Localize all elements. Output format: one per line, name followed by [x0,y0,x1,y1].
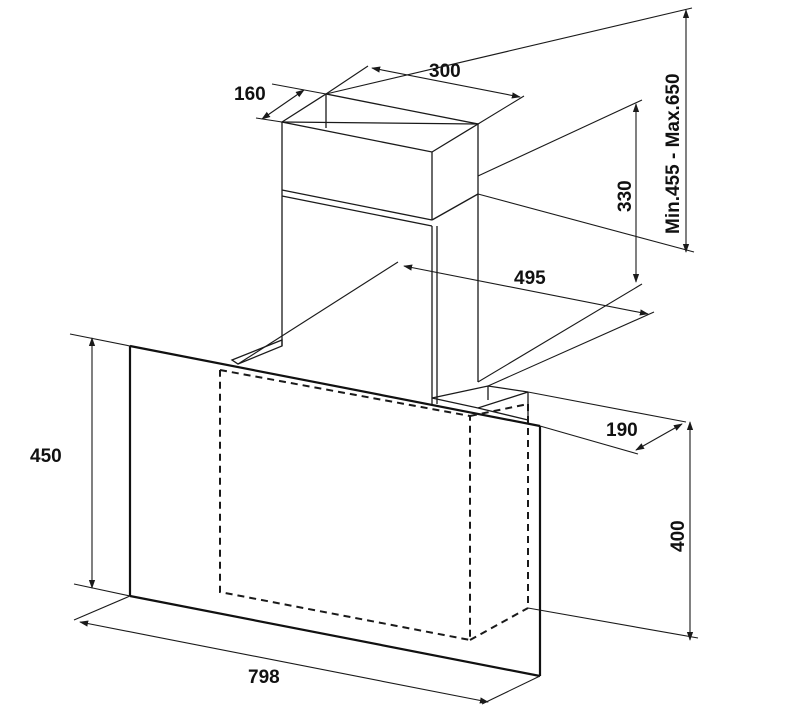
dim-front-height-extension-top [69,333,131,347]
hood-hidden-body-outline [219,369,471,642]
dim-chimney-depth-extension-left [255,117,283,123]
dim-back-height-label: 400 [668,520,689,552]
dim-hood-depth-bottom-line [635,423,683,451]
dim-chimney-width-line [371,66,521,99]
dim-hood-depth-bottom: 190 [527,391,687,455]
dim-chimney-depth-extension-right [271,83,327,95]
hood-hidden-bottom-side [469,607,529,641]
dim-front-height-label: 450 [30,446,62,467]
dim-section-height-extension-top [477,99,643,177]
dim-front-height-extension-bottom [73,583,131,597]
dim-hood-width-extension-right [481,675,541,705]
hood-right-ledge [431,385,529,409]
dim-hood-depth-extension-left [237,261,399,365]
dim-chimney-width: 300 [325,61,525,125]
dim-hood-front-height: 450 [30,333,131,597]
dim-hood-depth-top-line [403,264,649,316]
chimney-lower-top-edge [281,195,433,227]
chimney-inner-diagonal [281,121,479,125]
dim-hood-back-height: 400 [527,421,699,641]
dim-hood-depth-extension-right [487,311,655,387]
dim-chimney-width-label: 300 [429,61,461,82]
dim-total-height-extension-bottom [477,193,695,253]
dim-hood-width-line [79,620,489,704]
dim-hood-depth-top: 495 [237,261,655,387]
chimney-upper-bottom-side [431,193,479,221]
hood-hidden-top-side [469,403,529,417]
dim-hood-width: 798 [73,595,541,705]
dim-hood-depth-bottom-label: 190 [606,420,638,441]
hood-right-top-return [477,407,529,421]
dim-chimney-section-height: 330 [477,99,643,383]
dim-chimney-depth: 160 [234,83,327,123]
dim-total-height-label: Min.455 - Max.650 [663,73,684,234]
dim-section-height-extension-bottom [477,283,643,383]
dim-chimney-total-height: Min.455 - Max.650 [325,7,695,253]
dim-chimney-width-extension-right [477,95,525,125]
dim-hood-width-label: 798 [248,667,280,688]
hood-panel-bottom-edge [129,594,541,678]
dim-chimney-depth-line [261,89,305,120]
dim-back-height-extension-bottom [527,607,699,639]
chimney [280,93,480,404]
dim-hood-width-extension-left [73,595,131,621]
dim-hood-depth-bottom-extension-top [527,391,687,423]
hood-panel-top-edge [129,344,541,428]
dim-chimney-depth-label: 160 [234,84,266,105]
chimney-upper-bottom-edge [281,189,433,221]
dim-chimney-width-extension-left [325,65,369,95]
dim-hood-depth-bottom-extension-bottom [539,425,639,455]
dim-section-height-label: 330 [615,180,636,212]
dim-hood-depth-top-label: 495 [514,268,546,289]
hood-body [128,339,542,678]
dim-total-height-extension-top [325,7,693,95]
